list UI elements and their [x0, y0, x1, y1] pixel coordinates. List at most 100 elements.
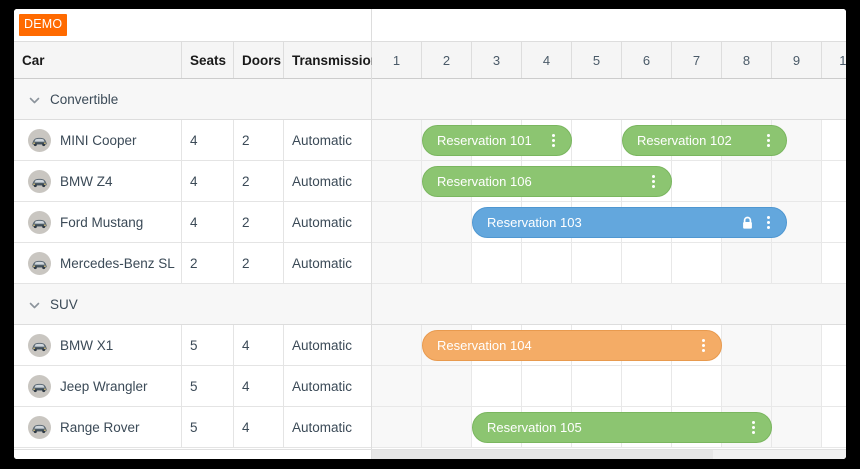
timeline-cell[interactable]	[822, 161, 846, 201]
reservation-label: Reservation 106	[437, 174, 532, 189]
timeline-tick-7[interactable]: 7	[672, 42, 722, 78]
timeline-cell[interactable]	[422, 366, 472, 406]
timeline-cell[interactable]	[372, 366, 422, 406]
timeline-cell[interactable]	[722, 161, 772, 201]
timeline-cell[interactable]	[672, 243, 722, 283]
kebab-menu-icon[interactable]	[746, 419, 760, 437]
timeline-cell[interactable]	[822, 407, 846, 447]
timeline-cell[interactable]	[772, 325, 822, 365]
timeline-cell[interactable]	[672, 161, 722, 201]
timeline-cell[interactable]	[522, 243, 572, 283]
reservation-bar[interactable]: Reservation 102	[622, 125, 787, 156]
kebab-menu-icon[interactable]	[646, 173, 660, 191]
grid-header-car[interactable]: Car	[14, 42, 182, 78]
timeline-cell[interactable]	[422, 407, 472, 447]
timeline-tick-5[interactable]: 5	[572, 42, 622, 78]
grid-header-seats[interactable]: Seats	[182, 42, 234, 78]
timeline-cell	[772, 79, 822, 119]
timeline-cell[interactable]	[472, 243, 522, 283]
timeline-cell[interactable]	[672, 366, 722, 406]
reservation-bar[interactable]: Reservation 106	[422, 166, 672, 197]
group-header-row[interactable]: SUV	[14, 284, 371, 325]
timeline-tick-2[interactable]: 2	[422, 42, 472, 78]
timeline-cell[interactable]	[772, 161, 822, 201]
kebab-menu-icon[interactable]	[696, 337, 710, 355]
reservation-bar[interactable]: Reservation 104	[422, 330, 722, 361]
timeline-cell[interactable]	[772, 366, 822, 406]
timeline-cell[interactable]	[622, 243, 672, 283]
reservation-bar[interactable]: Reservation 105	[472, 412, 772, 443]
timeline-cell[interactable]	[522, 366, 572, 406]
timeline-cell[interactable]	[772, 407, 822, 447]
timeline-cell[interactable]	[722, 243, 772, 283]
timeline-cell[interactable]	[372, 161, 422, 201]
reservation-bar[interactable]: Reservation 101	[422, 125, 572, 156]
timeline-tick-8[interactable]: 8	[722, 42, 772, 78]
timeline-cell[interactable]	[372, 325, 422, 365]
timeline-cell[interactable]	[722, 366, 772, 406]
timeline-cell	[422, 284, 472, 324]
timeline-cell	[822, 79, 846, 119]
timeline-cell[interactable]	[822, 366, 846, 406]
timeline-cell[interactable]	[772, 243, 822, 283]
grid-header-transmission[interactable]: Transmission	[292, 52, 380, 68]
timeline-cell[interactable]	[822, 325, 846, 365]
timeline-cell[interactable]	[422, 243, 472, 283]
timeline-tick-10[interactable]: 10	[822, 42, 846, 78]
reservation-bar[interactable]: Reservation 103	[472, 207, 787, 238]
timeline-tick-1[interactable]: 1	[372, 42, 422, 78]
cell-car: BMW Z4	[14, 161, 182, 201]
timeline-cell[interactable]	[372, 407, 422, 447]
timeline-cell[interactable]	[372, 120, 422, 160]
lock-icon	[740, 215, 754, 230]
timeline-cell[interactable]	[572, 366, 622, 406]
group-header-row[interactable]: Convertible	[14, 79, 371, 120]
demo-band-right	[372, 9, 846, 41]
scrollbar-track[interactable]	[372, 450, 846, 459]
cell-doors: 2	[234, 202, 284, 242]
timeline-cell[interactable]	[472, 366, 522, 406]
timeline-tick-9[interactable]: 9	[772, 42, 822, 78]
kebab-menu-icon[interactable]	[761, 132, 775, 150]
timeline-cell[interactable]	[372, 243, 422, 283]
horizontal-scrollbar[interactable]	[14, 449, 846, 459]
cell-doors: 2	[234, 243, 284, 283]
cell-seats: 4	[182, 120, 234, 160]
kebab-menu-icon[interactable]	[761, 214, 775, 232]
cell-transmission: Automatic	[292, 378, 353, 394]
cell-seats: 5	[182, 325, 234, 365]
timeline-cell[interactable]	[372, 202, 422, 242]
timeline-tick-6[interactable]: 6	[622, 42, 672, 78]
timeline-tick-3[interactable]: 3	[472, 42, 522, 78]
cell-seats: 2	[182, 243, 234, 283]
timeline-cell[interactable]	[722, 325, 772, 365]
timeline-cell[interactable]	[822, 120, 846, 160]
timeline-cell[interactable]	[572, 120, 622, 160]
timeline-cell[interactable]	[822, 202, 846, 242]
chevron-down-icon[interactable]	[28, 299, 41, 312]
chevron-down-icon[interactable]	[28, 94, 41, 107]
timeline-row[interactable]	[372, 366, 846, 407]
kebab-menu-icon[interactable]	[546, 132, 560, 150]
timeline-cell[interactable]	[572, 243, 622, 283]
cell-car: BMW X1	[14, 325, 182, 365]
scrollbar-thumb[interactable]	[372, 450, 714, 459]
grid-header-doors[interactable]: Doors	[234, 42, 284, 78]
timeline-row[interactable]	[372, 243, 846, 284]
timeline-tick-4[interactable]: 4	[522, 42, 572, 78]
timeline-cell[interactable]	[622, 366, 672, 406]
timeline-cell[interactable]	[822, 243, 846, 283]
timeline-cell[interactable]	[422, 202, 472, 242]
timeline-cell	[522, 284, 572, 324]
